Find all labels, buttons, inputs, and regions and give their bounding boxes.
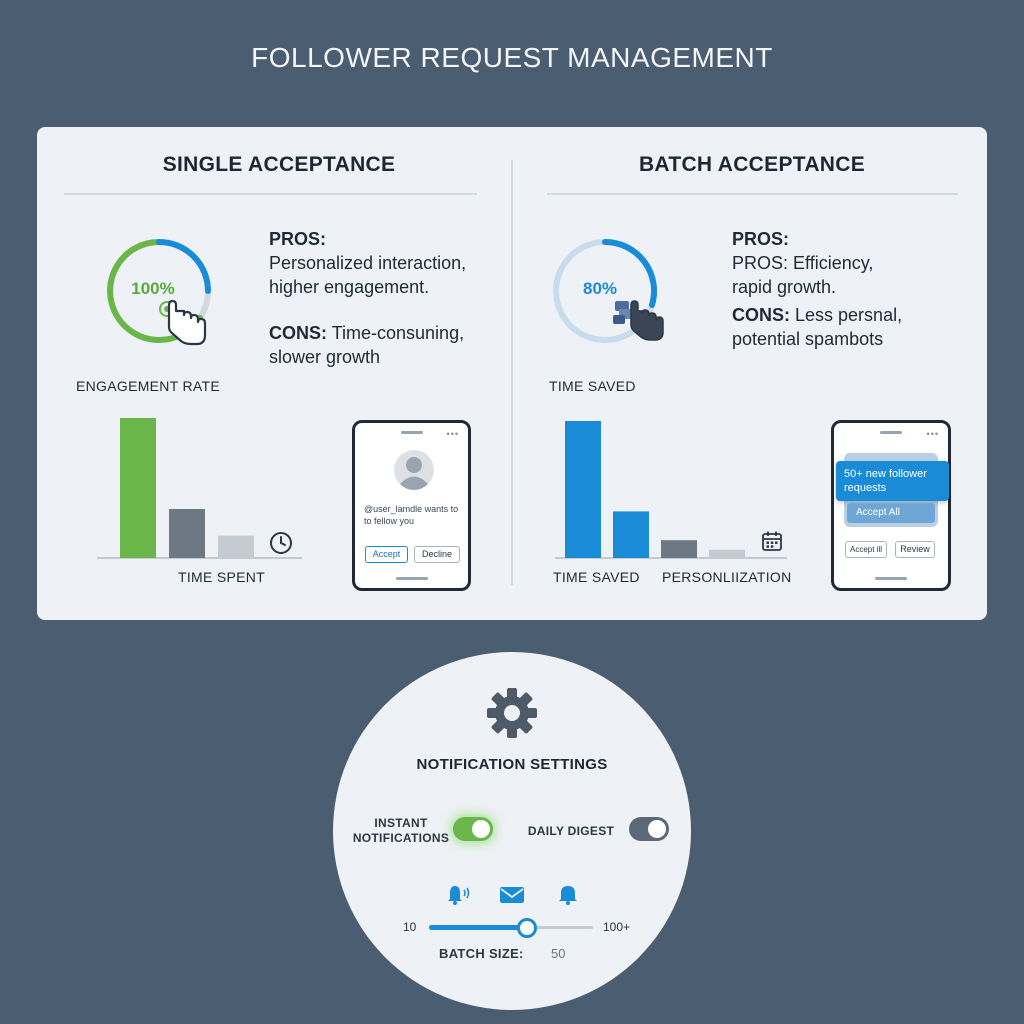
- batch-ring-value: 80%: [582, 279, 618, 298]
- single-pros-label: PROS:: [269, 229, 327, 249]
- instant-label-line2: NOTIFICATIONS: [352, 831, 450, 845]
- accept-small-button[interactable]: Accept ill: [845, 541, 887, 558]
- review-button[interactable]: Review: [895, 541, 935, 558]
- batch-phone: ••• 50+ new follower requests Accept All…: [831, 420, 951, 591]
- banner-line1: 50+ new follower: [844, 468, 927, 480]
- batch-cons-line1: Less persnal,: [795, 305, 903, 325]
- daily-digest-label: DAILY DIGEST: [527, 824, 615, 838]
- instant-notifications-label: INSTANT NOTIFICATIONS: [351, 816, 451, 846]
- batch-bar-chart: [555, 421, 787, 559]
- bell-ring-icon[interactable]: [443, 882, 471, 906]
- phone-status-dots: •••: [926, 429, 939, 439]
- chart-bar: [218, 535, 254, 558]
- toggle-knob: [648, 820, 666, 838]
- single-cons-line2: slower growth: [269, 347, 381, 367]
- batch-title-rule: [547, 193, 958, 195]
- gear-icon[interactable]: [485, 686, 539, 740]
- clock-icon: [270, 532, 292, 554]
- batch-cons-line2: potential spambots: [732, 329, 884, 349]
- calendar-icon: [762, 531, 782, 551]
- phone-notch: [400, 431, 423, 434]
- slider-min-label: 10: [403, 920, 417, 934]
- envelope-icon[interactable]: [499, 885, 525, 905]
- daily-digest-toggle[interactable]: [629, 817, 669, 841]
- single-cons-label: CONS:: [269, 323, 327, 343]
- multi-tap-hand-icon: [613, 300, 664, 341]
- single-phone: ••• @user_lamdle wants to to fellow you …: [352, 420, 471, 591]
- follow-request-message: @user_lamdle wants to to fellow you: [364, 503, 466, 527]
- slider-thumb[interactable]: [517, 918, 538, 938]
- single-acceptance-title: SINGLE ACCEPTANCE: [162, 153, 396, 176]
- message-line2: to fellow you: [364, 516, 415, 526]
- single-cons-line1: Time-consuning,: [331, 323, 465, 343]
- batch-pros-line1: PROS: Efficiency,: [732, 253, 874, 273]
- chart-bar: [120, 418, 156, 558]
- single-ring-value: 100%: [131, 279, 175, 298]
- time-spent-label: TIME SPENT: [178, 569, 266, 585]
- phone-home-bar: [875, 577, 907, 580]
- engagement-rate-label: ENGAGEMENT RATE: [76, 378, 221, 394]
- chart-bar: [565, 421, 601, 558]
- phone-home-bar: [395, 577, 428, 580]
- message-line1: @user_lamdle wants to: [364, 504, 459, 514]
- batch-size-label: BATCH SIZE:: [439, 946, 524, 961]
- column-divider: [511, 160, 513, 585]
- batch-pros-cons: PROS: PROS: Efficiency, rapid growth. CO…: [732, 227, 972, 351]
- tap-hand-icon: [159, 299, 207, 346]
- phone-status-dots: •••: [446, 429, 459, 439]
- phone-notch: [880, 431, 902, 434]
- chart-bar: [709, 549, 745, 558]
- single-pros-line2: higher engagement.: [269, 277, 430, 297]
- single-pros-cons: PROS: Personalized interaction, higher e…: [269, 227, 499, 369]
- slider-max-label: 100+: [603, 920, 631, 934]
- single-title-rule: [64, 193, 477, 195]
- instant-notifications-toggle[interactable]: [453, 817, 493, 841]
- batch-ring-blue-arc: [602, 239, 657, 308]
- batch-size-slider[interactable]: [429, 918, 593, 938]
- batch-time-ring: [553, 239, 657, 343]
- accept-all-button[interactable]: Accept All: [847, 503, 935, 523]
- toggle-knob: [472, 820, 490, 838]
- chart-bar: [169, 509, 205, 558]
- banner-line2: requests: [844, 482, 887, 494]
- batch-cons-label: CONS:: [732, 305, 790, 325]
- time-saved-metric-label: TIME SAVED: [549, 378, 636, 394]
- single-bar-chart: [97, 418, 302, 559]
- new-requests-banner[interactable]: 50+ new follower requests: [836, 461, 949, 501]
- decline-button[interactable]: Decline: [414, 546, 460, 563]
- accept-button[interactable]: Accept: [365, 546, 408, 563]
- personalization-axis-label: PERSONLIIZATION: [662, 569, 792, 585]
- batch-size-value: 50: [551, 946, 566, 961]
- batch-acceptance-title: BATCH ACCEPTANCE: [638, 153, 866, 176]
- chart-bar: [613, 511, 649, 558]
- bell-icon[interactable]: [557, 882, 579, 906]
- batch-pros-label: PROS:: [732, 229, 790, 249]
- settings-title: NOTIFICATION SETTINGS: [416, 756, 608, 773]
- single-ring-blue-arc: [156, 239, 211, 294]
- batch-pros-line2: rapid growth.: [732, 277, 837, 297]
- avatar: [394, 450, 434, 490]
- page-title: FOLLOWER REQUEST MANAGEMENT: [251, 42, 773, 73]
- slider-fill: [429, 925, 528, 930]
- comparison-panel: SINGLE ACCEPTANCE 100% PROS: Personalize…: [37, 127, 987, 620]
- instant-label-line1: INSTANT: [374, 816, 428, 830]
- single-pros-line1: Personalized interaction,: [269, 253, 467, 273]
- chart-bar: [661, 540, 697, 558]
- notification-settings-panel: NOTIFICATION SETTINGS INSTANT NOTIFICATI…: [333, 652, 691, 1010]
- time-saved-axis-label: TIME SAVED: [553, 569, 640, 585]
